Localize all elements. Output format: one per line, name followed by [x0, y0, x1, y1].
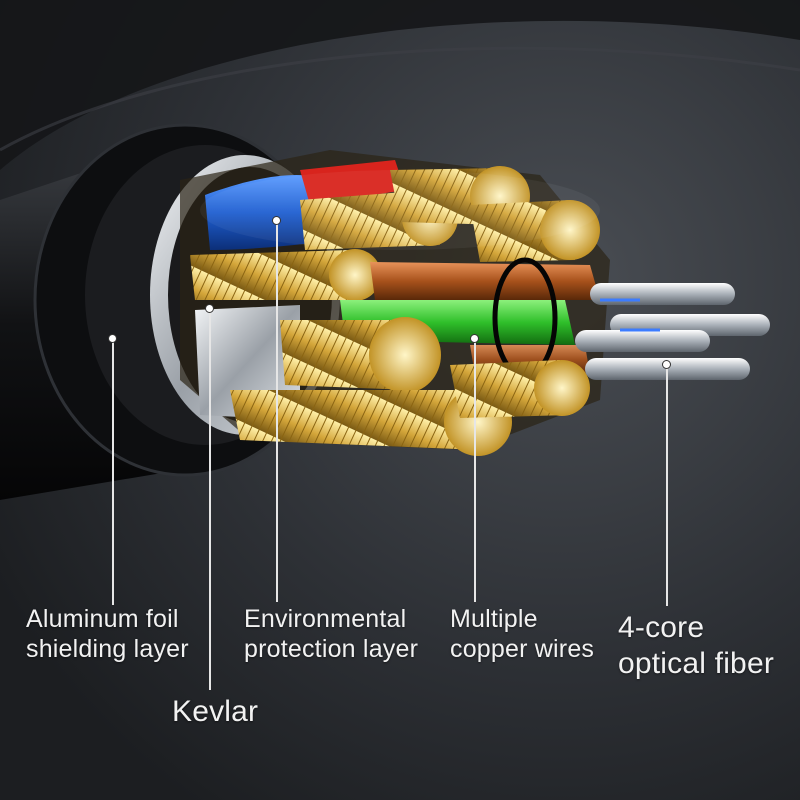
pointer-line-copper [474, 340, 476, 602]
label-copper-line2: copper wires [450, 635, 595, 663]
pointer-dot-environmental [272, 216, 281, 225]
red-insulated-wire [300, 160, 405, 205]
optical-fiber-1 [590, 283, 735, 305]
optical-fiber-3 [575, 330, 710, 352]
label-kevlar-line1: Kevlar [172, 695, 259, 728]
label-fiber: 4-core optical fiber [618, 610, 774, 682]
pointer-line-aluminum-foil [112, 340, 114, 605]
pointer-line-fiber [666, 366, 668, 606]
pointer-dot-copper [470, 334, 479, 343]
copper-bundle-front-bottom [230, 390, 480, 450]
label-environmental-line2: protection layer [244, 635, 419, 663]
blue-insulated-wire [205, 175, 335, 250]
pointer-dot-aluminum-foil [108, 334, 117, 343]
label-environmental: Environmental protection layer [244, 604, 418, 664]
label-copper-line1: Multiple [450, 605, 538, 633]
pointer-line-environmental [276, 222, 278, 602]
label-fiber-line1: 4-core [618, 611, 705, 644]
orange-fiber-tube [370, 262, 600, 300]
copper-bundle-middle-left [190, 250, 360, 300]
label-copper: Multiple copper wires [450, 604, 594, 664]
label-aluminum-foil: Aluminum foil shielding layer [26, 604, 189, 664]
label-fiber-line2: optical fiber [618, 647, 775, 680]
pointer-line-kevlar [209, 310, 211, 690]
label-kevlar: Kevlar [172, 694, 258, 730]
background-cable [0, 0, 800, 170]
pointer-dot-kevlar [205, 304, 214, 313]
label-environmental-line1: Environmental [244, 605, 407, 633]
pointer-dot-fiber [662, 360, 671, 369]
label-aluminum-foil-line1: Aluminum foil [26, 605, 179, 633]
label-aluminum-foil-line2: shielding layer [26, 635, 189, 663]
